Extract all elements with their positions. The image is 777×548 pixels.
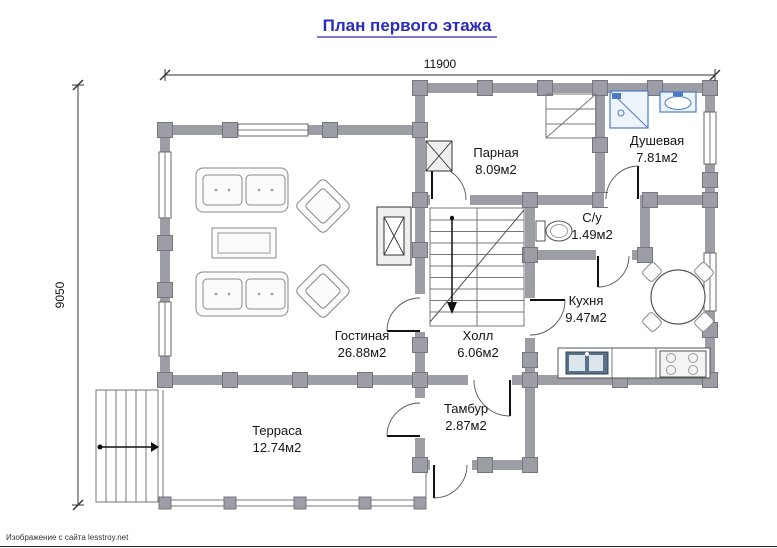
chair xyxy=(694,312,714,332)
windows xyxy=(158,111,717,357)
room-label-parnaya: Парная xyxy=(473,145,518,160)
room-area-parnaya: 8.09м2 xyxy=(475,162,516,177)
washbasin xyxy=(659,91,697,113)
sauna-stove xyxy=(425,140,453,172)
dimension-width-label: 11900 xyxy=(424,57,457,71)
kitchen-stove xyxy=(659,350,707,378)
page-title: План первого этажа xyxy=(323,16,492,35)
room-label-dushevaya: Душевая xyxy=(630,133,684,148)
chair xyxy=(642,312,662,332)
watermark-text: Изображение с сайта lesstroy.net xyxy=(6,533,129,542)
room-area-kuhnya: 9.47м2 xyxy=(565,310,606,325)
room-label-holl: Холл xyxy=(463,328,494,343)
stairs-direction-arrow xyxy=(447,302,457,314)
door-openings xyxy=(413,193,640,472)
dimension-left: 9050 xyxy=(53,79,84,511)
room-label-gostinaya: Гостиная xyxy=(335,328,390,343)
fireplace xyxy=(376,206,412,266)
sofa xyxy=(195,271,289,317)
coffee-table xyxy=(211,227,277,259)
chair xyxy=(694,262,714,282)
dimension-height-label: 9050 xyxy=(53,281,67,308)
room-area-gostinaya: 26.88м2 xyxy=(338,345,387,360)
room-area-terrasa: 12.74м2 xyxy=(253,440,302,455)
room-labels: Парная 8.09м2 Душевая 7.81м2 С/у 1.49м2 … xyxy=(252,133,684,455)
room-area-dushevaya: 7.81м2 xyxy=(636,150,677,165)
room-label-su: С/у xyxy=(582,210,602,225)
shower-tray xyxy=(609,90,649,129)
room-area-tambur: 2.87м2 xyxy=(445,418,486,433)
doors xyxy=(386,165,639,499)
staircase xyxy=(429,207,525,327)
sauna-bench xyxy=(545,93,597,139)
dining-table xyxy=(642,262,714,332)
toilet xyxy=(535,220,573,242)
entry-steps xyxy=(95,389,159,503)
terrace-deck xyxy=(158,390,427,510)
room-label-terrasa: Терраса xyxy=(252,423,303,438)
kitchen-sink xyxy=(565,351,609,375)
armchair xyxy=(296,264,350,318)
room-label-tambur: Тамбур xyxy=(444,401,488,416)
room-label-kuhnya: Кухня xyxy=(569,293,604,308)
room-area-holl: 6.06м2 xyxy=(457,345,498,360)
steps-direction-arrow xyxy=(151,442,159,452)
sofa xyxy=(195,167,289,213)
dimension-top: 11900 xyxy=(159,57,721,81)
room-area-su: 1.49м2 xyxy=(571,227,612,242)
chair xyxy=(642,262,662,282)
armchair xyxy=(296,179,350,233)
